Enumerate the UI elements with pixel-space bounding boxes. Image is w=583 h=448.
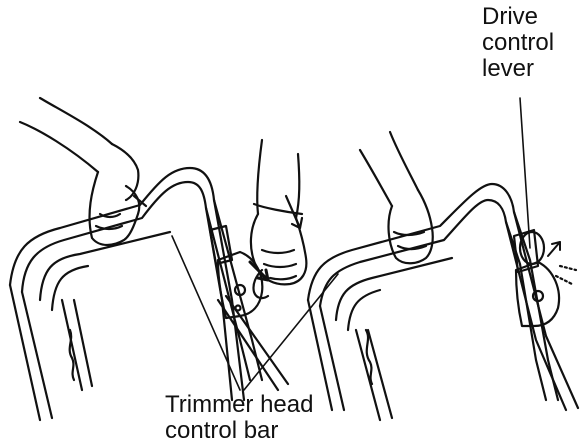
left-handle-frame <box>10 168 288 420</box>
drive-lever-leader <box>520 98 530 248</box>
right-hand-on-bar <box>360 132 433 263</box>
label-line: Trimmer head <box>165 392 313 418</box>
label-line: lever <box>482 56 554 82</box>
trimmer-bar-lever-left <box>210 226 262 318</box>
motion-arrows-right <box>548 242 576 284</box>
drive-control-lever-label: Drive control lever <box>482 4 554 82</box>
pressing-hand <box>251 140 306 298</box>
label-line: Drive <box>482 4 554 30</box>
trimmer-head-control-bar-label: Trimmer head control bar <box>165 392 313 444</box>
label-line: control <box>482 30 554 56</box>
label-line: control bar <box>165 418 313 444</box>
